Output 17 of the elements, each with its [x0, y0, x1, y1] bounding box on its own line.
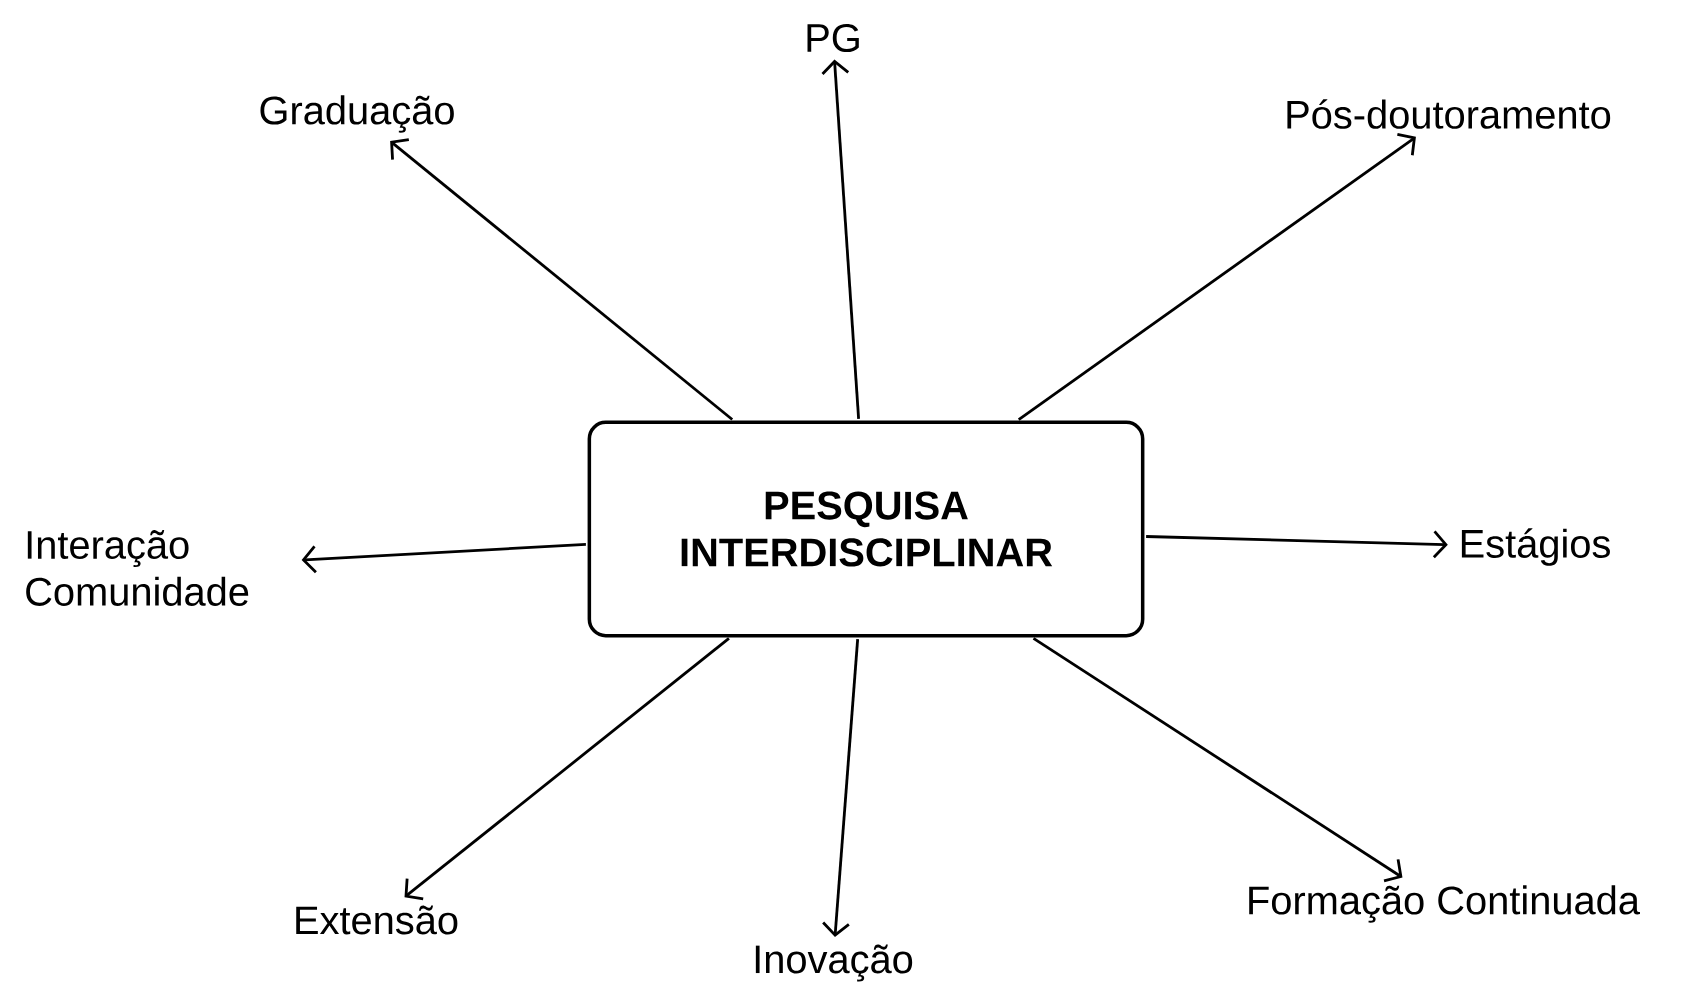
- label-text: Formação Continuada: [1249, 885, 1640, 923]
- central-box: PESQUISA INTERDISCIPLINAR: [587, 420, 1145, 638]
- label-text: PG: [807, 23, 859, 53]
- arrow: [1017, 132, 1416, 421]
- label-text: Extensão: [296, 905, 458, 935]
- arrow: [404, 637, 730, 901]
- arrow: [822, 638, 860, 938]
- label-text: Graduação: [260, 95, 454, 133]
- arrow: [301, 542, 586, 574]
- arrow: [1146, 530, 1448, 559]
- label-text: Interação Comunidade: [26, 530, 249, 606]
- arrow: [390, 138, 734, 421]
- arrow: [1032, 637, 1403, 883]
- label-text: Pós-doutoramento: [1287, 99, 1611, 129]
- arrow: [821, 59, 861, 419]
- label-text: Estágios: [1461, 528, 1610, 566]
- label-text: Inovação: [755, 944, 913, 982]
